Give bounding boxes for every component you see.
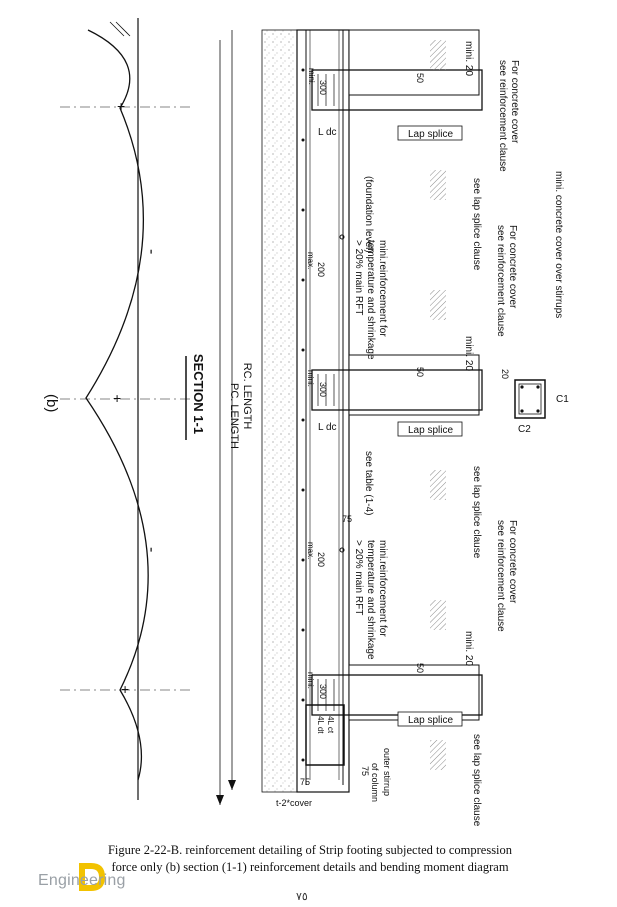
min-reinforcement-note: temperature and shrinkage <box>365 540 376 660</box>
watermark-text: Engineering <box>38 872 126 889</box>
min-reinforcement-note: > 20% main RFT <box>353 540 364 615</box>
caption-line-2: force only (b) section (1-1) reinforceme… <box>111 860 509 874</box>
figure-caption: Figure 2-22-B. reinforcement detailing o… <box>60 842 560 876</box>
min-reinforcement-note: > 20% main RFT <box>353 240 364 315</box>
max-label: max. <box>306 252 315 269</box>
plus-sign: + <box>117 98 125 114</box>
lap-splice-clause: see lap splice clause <box>471 734 482 827</box>
section-title-group: SECTION 1-1 <box>185 354 206 440</box>
lap-splice-label: Lap splice <box>408 425 453 436</box>
ldc-label: L dc <box>318 422 337 433</box>
concrete-cover-note: see reinforcement clause <box>495 225 506 337</box>
reinforcement-labels: 300 mini. 300 mini. 300 mini. L dc L dc … <box>276 68 463 808</box>
concrete-cover-note: For concrete cover <box>507 520 518 604</box>
outer-stirrup-note: of column <box>370 763 380 802</box>
rc-length-label: RC. LENGTH <box>241 363 253 430</box>
dim-50: 50 <box>415 73 425 83</box>
min-label: mini. <box>306 672 315 689</box>
see-table-note: see table (1-4) <box>363 451 374 515</box>
section-title: SECTION 1-1 <box>191 354 206 434</box>
dim-50: 50 <box>415 367 425 377</box>
part-label: (b) <box>43 394 60 412</box>
min-20-label: mini. 20 <box>463 336 474 371</box>
cover-over-stirrups-note: mini. concrete cover over stirrups <box>553 171 564 318</box>
bending-moment-diagram: + + + - - (b) <box>43 18 190 800</box>
moment-sign-negative: - <box>143 249 160 254</box>
outer-stirrup-note: outer stirrup <box>382 748 392 796</box>
concrete-cover-note: see reinforcement clause <box>495 520 506 632</box>
engineering-logo-icon <box>79 863 105 891</box>
column-cover: 20 <box>500 369 510 379</box>
dim-50: 50 <box>415 663 425 673</box>
lap-splice-label: Lap splice <box>408 715 453 726</box>
plus-sign: + <box>113 390 121 406</box>
ldc-label: L dc <box>318 127 337 138</box>
dim-75-side: 75 <box>342 514 352 524</box>
moment-sign-negative: - <box>143 547 160 552</box>
min-reinforcement-note: mini.reinforcement for <box>377 240 388 337</box>
max-spacing: 200 <box>316 552 326 567</box>
min-reinforcement-note: mini.reinforcement for <box>377 540 388 637</box>
lap-splice-clause: see lap splice clause <box>471 178 482 271</box>
lap-splice-clause: see lap splice clause <box>471 466 482 559</box>
min-20-label: mini. 20 <box>463 41 474 76</box>
min-reinforcement-note: temperature and shrinkage <box>365 240 376 360</box>
dim-75-bottom: 75 <box>300 777 310 787</box>
columns <box>305 29 483 770</box>
dim-300: 300 <box>318 80 328 95</box>
min-20-label: mini. 20 <box>463 631 474 666</box>
dim-300: 300 <box>318 382 328 397</box>
column-c1: C1 <box>556 394 569 405</box>
column-cross-section: C1 C2 20 <box>500 369 569 435</box>
dim-75-end: 75 <box>360 766 370 776</box>
min-label: mini. <box>306 370 315 387</box>
length-dimensions: RC. LENGTH PC. LENGTH <box>216 30 253 805</box>
anchorage-label: 4L dt <box>316 716 325 734</box>
concrete-cover-note: For concrete cover <box>507 225 518 309</box>
max-spacing: 200 <box>316 262 326 277</box>
max-label: max. <box>306 542 315 559</box>
anchorage-label: 4L ct <box>326 716 335 734</box>
footing-section <box>261 29 350 793</box>
caption-line-1: Figure 2-22-B. reinforcement detailing o… <box>107 843 513 857</box>
lap-splice-label: Lap splice <box>408 129 453 140</box>
concrete-cover-note: see reinforcement clause <box>497 60 508 172</box>
concrete-cover-note: For concrete cover <box>509 60 520 144</box>
plus-sign: + <box>121 681 129 697</box>
dim-300: 300 <box>318 684 328 699</box>
page-number: ٧٥ <box>296 891 308 903</box>
cover-width-label: t-2*cover <box>276 798 312 808</box>
foundation-level-label: (foundation level) <box>363 176 374 253</box>
min-label: mini. <box>307 68 316 85</box>
right-notes: mini. 20 mini. 20 mini. 20 For concrete … <box>463 41 569 827</box>
pc-length-label: PC. LENGTH <box>228 383 240 449</box>
column-c2: C2 <box>518 424 531 435</box>
